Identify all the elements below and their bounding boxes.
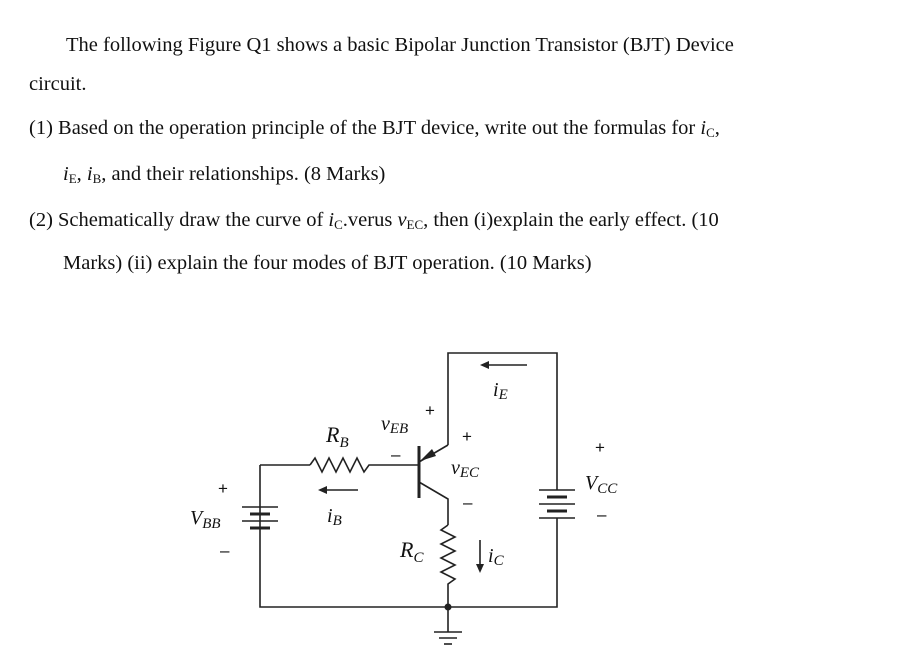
veb-plus: + [425,401,435,420]
rb-label: RB [325,422,349,451]
part2-text-mid: .verus [342,209,398,231]
part1-text-end: , and their relationships. (8 Marks) [101,163,386,185]
ib-label: iB [327,505,342,529]
part2-line-2: Marks) (ii) explain the four modes of BJ… [63,252,592,274]
ic-arrowhead-icon [476,564,484,573]
comma: , [76,163,87,185]
vec-plus: + [462,427,472,446]
emitter-arrow-icon [420,449,436,461]
ie-symbol: iE [63,163,77,186]
vec-minus: – [463,493,473,512]
vec-symbol: vEC [397,209,424,232]
ic-symbol: iC [328,209,343,232]
part1-text: (1) Based on the operation principle of … [29,117,701,139]
vbb-label: VBB [190,507,221,532]
collector-lead [418,481,449,525]
vec-label: vEC [451,457,480,481]
part1-line-1: (1) Based on the operation principle of … [29,117,720,141]
vbb-minus: – [220,541,230,560]
ie-arrowhead-icon [480,361,489,369]
veb-label: vEB [381,413,408,437]
comma: , [714,117,720,139]
ie-label: iE [493,379,508,403]
vcc-label: VCC [585,472,618,497]
top-loop-wire [447,352,558,490]
veb-minus: – [391,445,401,464]
part2-text: (2) Schematically draw the curve of [29,209,329,231]
ic-symbol: iC [700,117,715,140]
intro-line-2: circuit. [29,73,87,95]
rb-resistor [309,456,418,474]
bottom-loop-wire [259,465,558,608]
part2-line-1: (2) Schematically draw the curve of iC.v… [29,209,719,233]
intro-line-1: The following Figure Q1 shows a basic Bi… [66,34,734,56]
rc-label: RC [399,537,424,566]
vbb-plus: + [218,479,228,498]
ib-arrowhead-icon [318,486,327,494]
rc-resistor [439,524,457,607]
vcc-minus: – [597,505,607,524]
part1-line-2: iE, iB, and their relationships. (8 Mark… [63,163,385,187]
ib-symbol: iB [86,163,102,186]
vcc-plus: + [595,438,605,457]
ic-label: iC [488,545,505,569]
part2-text-end: , then (i)explain the early effect. (10 [423,209,719,231]
